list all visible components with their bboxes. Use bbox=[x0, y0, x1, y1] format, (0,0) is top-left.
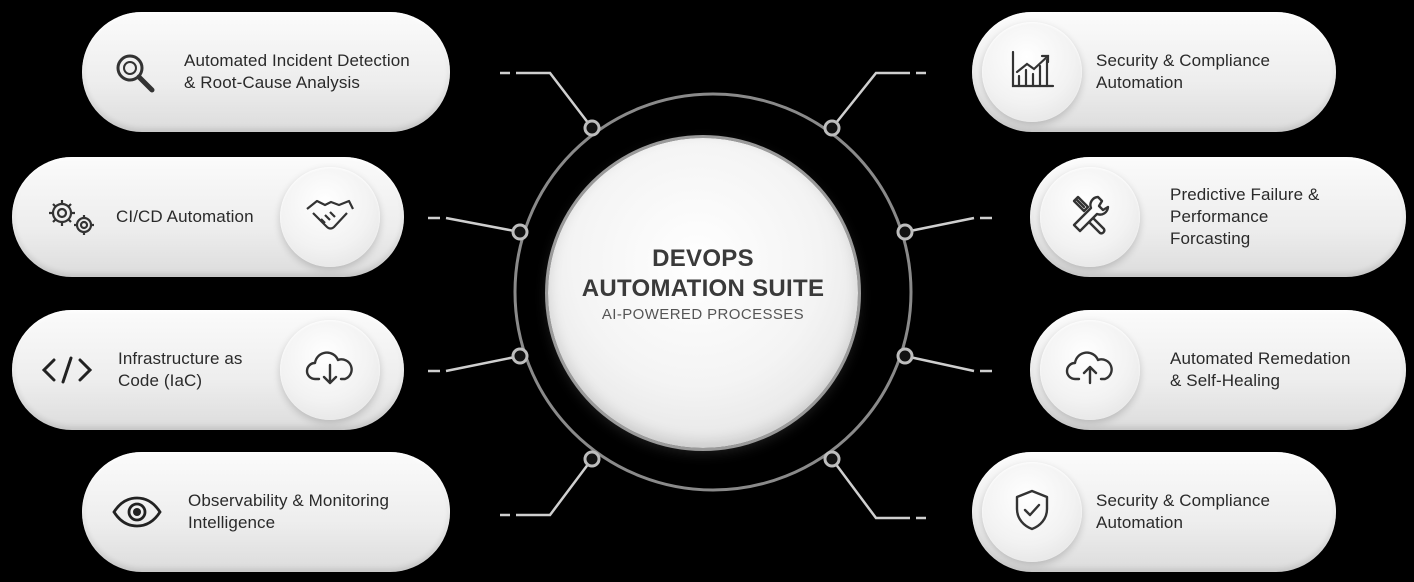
code-brackets-icon bbox=[40, 354, 94, 386]
icon-disc bbox=[982, 22, 1082, 122]
chart-growth-icon bbox=[1009, 50, 1055, 95]
connector-lines bbox=[428, 71, 992, 520]
icon-disc bbox=[1040, 320, 1140, 420]
cloud-download-icon bbox=[305, 349, 355, 392]
connector-low-right bbox=[904, 354, 975, 373]
item-label: Predictive Failure & Performance Forcast… bbox=[1170, 185, 1320, 248]
ring-nodes bbox=[511, 119, 914, 468]
magnifier-icon bbox=[112, 50, 156, 94]
icon-disc bbox=[1040, 167, 1140, 267]
connector-bottom-left bbox=[516, 458, 593, 517]
orbit-ring bbox=[513, 92, 913, 492]
item-remediation: Automated Remedation & Self-Healing bbox=[1030, 310, 1406, 430]
ring-node bbox=[896, 223, 914, 241]
item-label: Automated Incident Detection & Root-Caus… bbox=[184, 51, 410, 92]
item-iac: Infrastructure as Code (IaC) bbox=[12, 310, 404, 430]
gears-icon bbox=[42, 197, 98, 237]
item-label: Security & Compliance Automation bbox=[1096, 51, 1271, 92]
connector-bottom-right bbox=[830, 458, 910, 520]
ring-node bbox=[823, 119, 841, 137]
ring-node bbox=[511, 223, 529, 241]
item-observability: Observability & Monitoring Intelligence bbox=[82, 452, 450, 572]
center-title: DEVOPS AUTOMATION SUITE bbox=[581, 245, 825, 302]
connector-mid-left bbox=[445, 216, 521, 234]
secondary-disc bbox=[280, 167, 380, 267]
handshake-icon bbox=[305, 195, 355, 240]
eye-icon bbox=[112, 496, 162, 528]
shield-check-icon bbox=[1012, 488, 1052, 537]
ring-node bbox=[511, 347, 529, 365]
ring-node bbox=[583, 119, 601, 137]
item-predictive-failure: Predictive Failure & Performance Forcast… bbox=[1030, 157, 1406, 277]
item-label: Automated Remedation & Self-Healing bbox=[1170, 349, 1351, 390]
ring-node bbox=[823, 450, 841, 468]
connector-top-right bbox=[831, 71, 910, 129]
item-label: Security & Compliance Automation bbox=[1096, 491, 1271, 532]
item-label: Observability & Monitoring Intelligence bbox=[188, 491, 390, 532]
center-hub: DEVOPS AUTOMATION SUITE AI-POWERED PROCE… bbox=[548, 138, 858, 448]
connector-mid-right bbox=[904, 216, 975, 234]
item-label: Infrastructure as Code (IaC) bbox=[118, 349, 243, 390]
secondary-disc bbox=[280, 320, 380, 420]
center-subtitle: AI-POWERED PROCESSES bbox=[601, 306, 805, 323]
icon-disc bbox=[982, 462, 1082, 562]
item-security-compliance-2: Security & Compliance Automation bbox=[972, 452, 1336, 572]
ring-node bbox=[896, 347, 914, 365]
item-security-compliance-1: Security & Compliance Automation bbox=[972, 12, 1336, 132]
item-label: CI/CD Automation bbox=[116, 207, 254, 226]
ring-node bbox=[583, 450, 601, 468]
connector-top-left bbox=[516, 71, 593, 129]
cloud-upload-icon bbox=[1065, 349, 1115, 392]
tools-icon bbox=[1068, 193, 1112, 242]
item-cicd: CI/CD Automation bbox=[12, 157, 404, 277]
item-incident-detection: Automated Incident Detection & Root-Caus… bbox=[82, 12, 450, 132]
connector-low-left bbox=[445, 354, 521, 373]
